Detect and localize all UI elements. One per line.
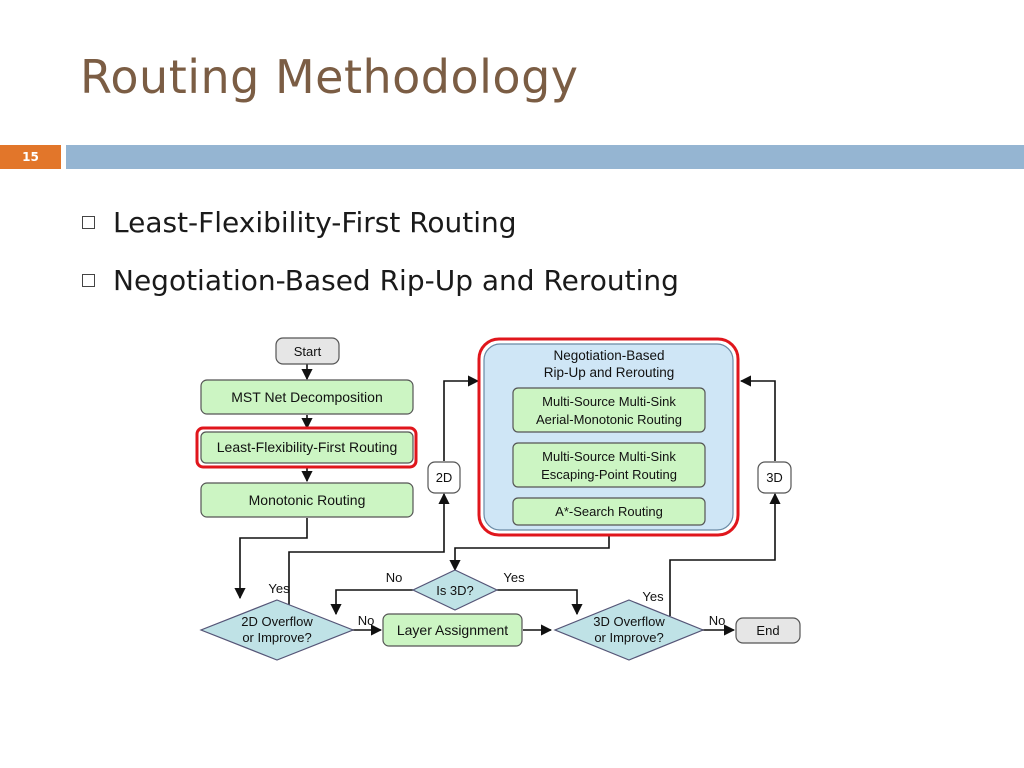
overflow-3d-line2: or Improve? [594,630,663,645]
arrow-yes-to-3d-overflow [497,589,583,616]
arrow-yes-to-3d-tag [669,492,781,616]
overflow-2d-decision [199,599,355,661]
lff-node [200,431,414,464]
lff-highlight [195,426,418,469]
monotonic-label: Monotonic Routing [249,492,366,508]
header-rule-bar [66,145,1024,169]
astar-label: A*-Search Routing [555,504,663,519]
start-label: Start [294,344,322,359]
tag-2d [427,461,461,494]
overflow-3d-yes-label: Yes [642,589,664,604]
escaping-point-node [512,442,706,488]
arrow-negotiation-to-is3d [449,536,610,572]
negotiation-highlight [477,337,740,537]
overflow-2d-line1: 2D Overflow [241,614,313,629]
bullet-item: Least-Flexibility-First Routing [82,193,679,251]
overflow-3d-no-label: No [709,613,726,628]
arrow-3d-tag-to-negotiation [739,375,776,461]
aerial-monotonic-line1: Multi-Source Multi-Sink [542,394,676,409]
astar-node [512,497,706,526]
lff-label: Least-Flexibility-First Routing [217,439,398,455]
negotiation-title-line1: Negotiation-Based [553,348,664,363]
aerial-monotonic-line2: Aerial-Monotonic Routing [536,412,682,427]
overflow-2d-no-label: No [358,613,375,628]
is3d-decision [411,569,499,611]
arrow-mono-to-2d-overflow [234,518,308,600]
overflow-3d-line1: 3D Overflow [593,614,665,629]
bullet-list: Least-Flexibility-First Routing Negotiat… [82,193,679,309]
bullet-item: Negotiation-Based Rip-Up and Rerouting [82,251,679,309]
tag-3d [757,461,792,494]
mst-label: MST Net Decomposition [231,389,382,405]
mst-node [200,379,414,415]
slide-title: Routing Methodology [80,50,579,104]
layer-assignment-node [382,613,523,647]
end-label: End [756,623,779,638]
overflow-3d-decision [553,599,705,661]
arrow-2d-tag-to-negotiation [443,375,480,461]
aerial-monotonic-node [512,387,706,433]
arrow-no-to-2d-overflow [330,589,413,616]
escaping-point-line1: Multi-Source Multi-Sink [542,449,676,464]
bullet-text: Least-Flexibility-First Routing [113,205,517,239]
start-node [275,337,340,365]
is3d-no-label: No [386,570,403,585]
end-node [735,617,801,644]
arrow-yes-to-2d-tag [288,492,450,628]
negotiation-title-line2: Rip-Up and Rerouting [544,365,675,380]
is3d-yes-label: Yes [503,570,525,585]
layer-assignment-label: Layer Assignment [397,622,508,638]
page-number-badge: 15 [0,145,61,169]
square-bullet-icon [82,215,95,229]
bullet-text: Negotiation-Based Rip-Up and Rerouting [113,263,679,297]
tag-3d-label: 3D [766,470,783,485]
tag-2d-label: 2D [436,470,453,485]
flow-connectors [234,364,781,636]
monotonic-node [200,482,414,518]
escaping-point-line2: Escaping-Point Routing [541,467,677,482]
overflow-2d-yes-label: Yes [268,581,290,596]
square-bullet-icon [82,273,95,287]
overflow-2d-line2: or Improve? [242,630,311,645]
is3d-label: Is 3D? [436,583,474,598]
